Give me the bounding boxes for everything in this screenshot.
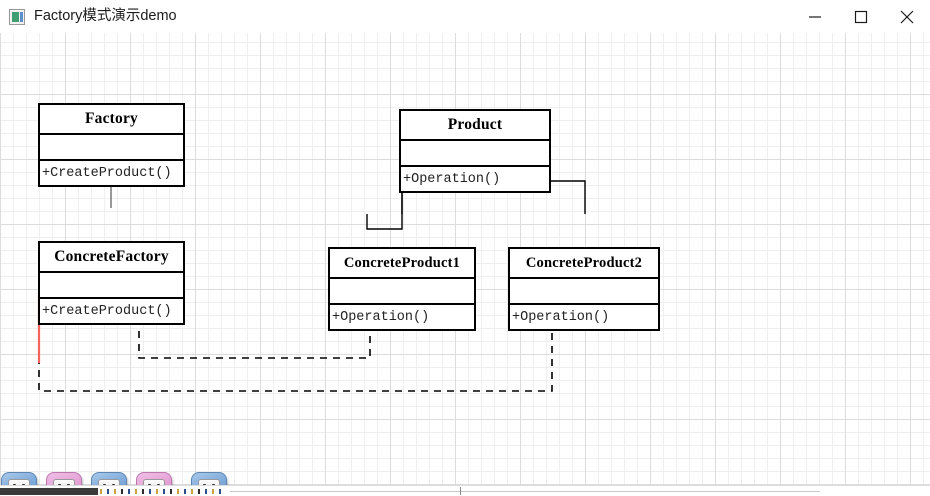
maximize-icon[interactable] [838,0,884,33]
app-window-icon [9,8,25,25]
title-bar: Factory模式演示demo [0,0,930,33]
scrollbar-grip-mark [184,489,186,494]
minimize-icon[interactable] [792,0,838,33]
uml-class-name: Factory [40,105,183,135]
window-title: Factory模式演示demo [34,8,177,24]
scrollbar-grip-mark [149,489,151,494]
uml-operation: +Operation() [403,171,501,187]
uml-class-name: ConcreteProduct2 [510,249,658,279]
uml-class-concrete-factory[interactable]: ConcreteFactory +CreateProduct() [38,241,185,325]
shape-palette [0,469,235,485]
uml-attributes-compartment [401,141,549,167]
uml-attributes-compartment [330,279,474,305]
uml-operation: +Operation() [332,309,430,325]
uml-class-name: Product [401,111,549,141]
scrollbar-grip-mark [177,489,179,494]
scrollbar-grip-mark [170,489,172,494]
uml-operation: +CreateProduct() [42,303,172,319]
uml-attributes-compartment [510,279,658,305]
scrollbar-grip-mark [100,489,102,494]
scrollbar-grip-mark [212,489,214,494]
close-icon[interactable] [884,0,930,33]
scrollbar-grip [100,488,230,495]
horizontal-scrollbar[interactable] [0,485,930,496]
palette-item-1[interactable] [0,469,38,485]
scrollbar-track[interactable] [230,491,820,492]
window-controls [792,0,930,33]
uml-class-concrete-product-1[interactable]: ConcreteProduct1 +Operation() [328,247,476,331]
uml-class-product[interactable]: Product +Operation() [399,109,551,193]
scrollbar-grip-mark [163,489,165,494]
scrollbar-grip-mark [128,489,130,494]
scrollbar-grip-mark [135,489,137,494]
uml-operation: +Operation() [512,309,610,325]
scrollbar-grip-mark [156,489,158,494]
scrollbar-grip-mark [198,489,200,494]
diagram-canvas[interactable]: Factory +CreateProduct() ConcreteFactory… [0,33,930,485]
uml-class-name: ConcreteProduct1 [330,249,474,279]
uml-class-concrete-product-2[interactable]: ConcreteProduct2 +Operation() [508,247,660,331]
scrollbar-grip-mark [191,489,193,494]
scrollbar-grip-mark [107,489,109,494]
uml-attributes-compartment [40,135,183,161]
scrollbar-grip-mark [205,489,207,494]
palette-item-5[interactable] [190,469,228,485]
scrollbar-grip-mark [114,489,116,494]
scrollbar-thumb[interactable] [0,488,98,495]
uml-operation: +CreateProduct() [42,165,172,181]
palette-item-3[interactable] [90,469,128,485]
scrollbar-grip-mark [219,489,221,494]
palette-item-2[interactable] [45,469,83,485]
scrollbar-grip-mark [121,489,123,494]
uml-attributes-compartment [40,273,183,299]
palette-item-4[interactable] [135,469,173,485]
uml-class-factory[interactable]: Factory +CreateProduct() [38,103,185,187]
uml-class-name: ConcreteFactory [40,243,183,273]
scrollbar-grip-mark [142,489,144,494]
scrollbar-tick [460,487,461,495]
